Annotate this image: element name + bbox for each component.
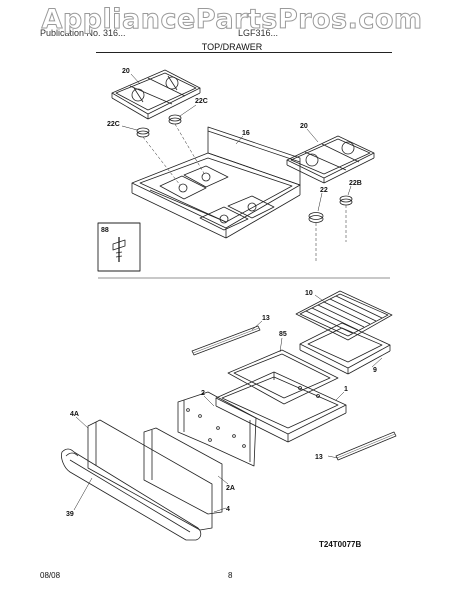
callout-20-right: 20 [300,123,308,130]
callout-22c-left: 22C [107,121,120,128]
drawer-body [215,371,347,443]
diagram-part-number: T24T0077B [319,540,362,549]
callout-13-bottom: 13 [315,454,323,461]
callout-88: 88 [101,227,109,234]
burner-cap-22c-left [136,127,150,135]
callout-22c-top: 22C [195,98,208,105]
section-title: TOP/DRAWER [201,42,263,52]
publication-header: Publication No. 316... [40,28,126,38]
burner-cap-22c [168,114,182,122]
callout-20-left: 20 [122,68,130,75]
drawer-frame-85 [227,349,339,405]
callout-1: 1 [344,386,348,393]
footer-date: 08/08 [40,571,61,580]
callout-13-top: 13 [262,315,270,322]
callout-2: 2 [201,390,205,397]
callout-2a: 2A [226,485,235,492]
callout-4: 4 [226,506,230,513]
callout-4a: 4A [70,411,79,418]
callout-22b: 22B [349,180,362,187]
broiler-pan [299,322,391,375]
header-rule [96,52,392,53]
burner-cap-22 [308,212,324,220]
drawer-rail-bottom [335,431,397,461]
right-burner-grate [286,135,375,184]
broiler-pan-grid [295,290,393,341]
screw-detail-box [97,222,141,272]
burner-cap-22b [339,195,353,203]
callout-16: 16 [242,130,250,137]
watermark: AppliancePartsPros.com [41,4,423,36]
callout-39: 39 [66,511,74,518]
model-header: LGF316... [238,28,279,38]
cooktop [131,126,301,239]
callout-9: 9 [373,367,377,374]
footer-page-number: 8 [228,571,233,580]
callout-85: 85 [279,331,287,338]
drawer-back-panel [177,391,257,467]
drawer-handle [61,448,202,541]
left-burner-grate [111,69,201,120]
drawer-rail-top [191,325,261,356]
callout-10: 10 [305,290,313,297]
drawer-inner-panel [143,427,223,515]
callout-22: 22 [320,187,328,194]
drawer-front-panel [87,419,213,531]
